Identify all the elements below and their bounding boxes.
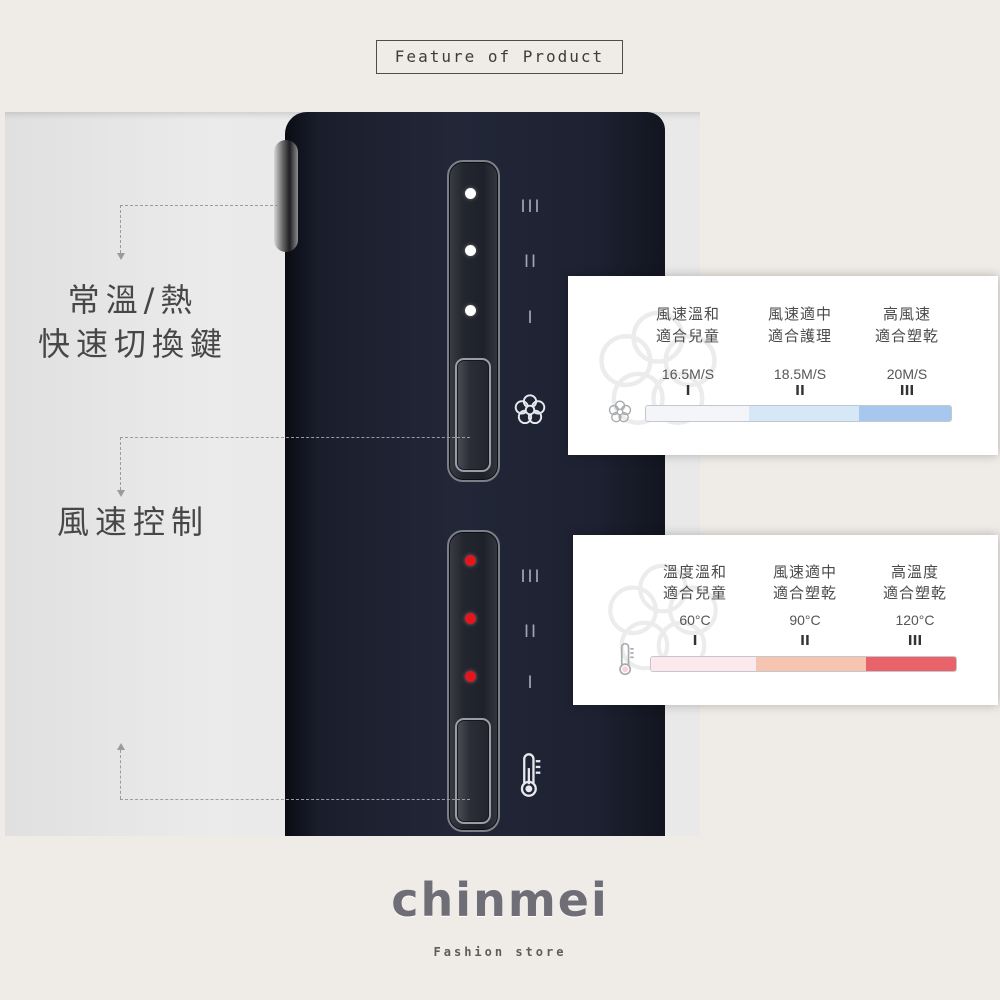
toggle-label-line1: 常溫/熱 — [67, 281, 199, 319]
fan-level-mark: II — [795, 384, 805, 399]
temperature-value: 120°C — [895, 612, 935, 628]
watermark-fan-icon — [583, 296, 733, 450]
feature-title-box: Feature of Product — [376, 40, 623, 74]
heat-toggle-button — [274, 140, 298, 252]
callout-line — [120, 205, 278, 206]
temperature-bar — [650, 656, 957, 672]
heat-level-mark: I — [692, 634, 698, 649]
temperature-value: 60°C — [679, 612, 711, 628]
heat-column-subtitle: 適合塑乾 — [882, 584, 947, 602]
fan-indicator-dot — [465, 305, 476, 316]
fan-column-title: 高風速 — [882, 305, 931, 323]
callout-line — [120, 799, 470, 800]
heat-bar-segment-low — [651, 657, 756, 671]
heat-bar-segment-mid — [756, 657, 866, 671]
fan-bar-segment-high — [859, 406, 951, 421]
fan-speed-bar — [645, 405, 952, 422]
temperature-value: 90°C — [789, 612, 821, 628]
fan-bar-segment-low — [646, 406, 749, 421]
heat-column-subtitle: 適合兒童 — [662, 584, 727, 602]
fan-speed-card: 風速溫和 適合兒童 16.5M/S I 風速適中 適合護理 18.5M/S II… — [568, 276, 998, 455]
fan-speed-value: 18.5M/S — [773, 366, 827, 382]
fan-column-subtitle: 適合塑乾 — [874, 327, 939, 345]
heat-column-subtitle: 適合塑乾 — [772, 584, 837, 602]
heat-level-mark: III — [907, 634, 923, 649]
callout-line — [120, 205, 121, 253]
fan-column-subtitle: 適合護理 — [767, 327, 832, 345]
heat-level-label: III — [520, 567, 542, 587]
fan-level-mark: III — [899, 384, 915, 399]
fan-level-label: III — [520, 197, 542, 217]
fan-indicator-dot — [465, 188, 476, 199]
fan-level-label: I — [527, 308, 535, 328]
heat-indicator-dot — [465, 555, 476, 566]
watermark-fan-icon — [593, 550, 733, 694]
fan-column-title: 風速適中 — [767, 305, 832, 323]
callout-line — [120, 750, 121, 799]
heat-column-title: 高溫度 — [890, 563, 939, 581]
fan-column-title: 風速溫和 — [655, 305, 720, 323]
arrow-down-icon — [117, 490, 125, 497]
heat-level-mark: II — [800, 634, 810, 649]
heat-column-title: 風速適中 — [772, 563, 837, 581]
fan-speed-value: 16.5M/S — [661, 366, 715, 382]
fan-bar-segment-mid — [749, 406, 859, 421]
fan-icon — [606, 398, 634, 426]
brand-tagline: Fashion store — [433, 945, 567, 959]
fan-level-label: II — [523, 252, 539, 272]
fan-control-label: 風速控制 — [56, 503, 209, 541]
brand-logo-text: chinmei — [391, 873, 609, 927]
heat-indicator-dot — [465, 613, 476, 624]
thermometer-icon — [615, 642, 637, 676]
fan-column-subtitle: 適合兒童 — [655, 327, 720, 345]
arrow-up-icon — [117, 743, 125, 750]
heat-slider-knob — [455, 718, 491, 824]
heat-column-title: 溫度溫和 — [662, 563, 727, 581]
fan-speed-value: 20M/S — [886, 366, 928, 382]
fan-indicator-dot — [465, 245, 476, 256]
fan-level-mark: I — [685, 384, 691, 399]
arrow-down-icon — [117, 253, 125, 260]
callout-line — [120, 437, 121, 490]
toggle-label-line2: 快速切換鍵 — [37, 325, 228, 363]
fan-icon — [511, 391, 549, 429]
callout-line — [120, 437, 470, 438]
heat-level-label: II — [523, 622, 539, 642]
heat-indicator-dot — [465, 671, 476, 682]
fan-speed-slider-knob — [455, 358, 491, 472]
heat-bar-segment-high — [866, 657, 956, 671]
heat-level-label: I — [527, 673, 535, 693]
temperature-card: 溫度溫和 適合兒童 60°C I 風速適中 適合塑乾 90°C II 高溫度 適… — [573, 535, 998, 705]
thermometer-icon — [514, 752, 546, 798]
